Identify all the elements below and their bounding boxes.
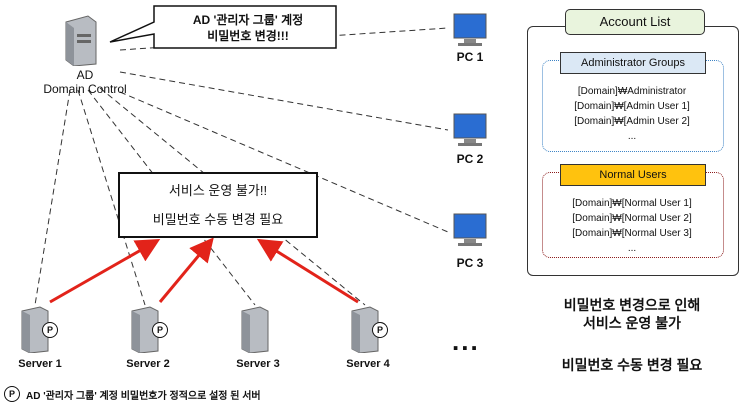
server2-label: Server 2 — [126, 358, 170, 370]
legend-text: AD '관리자 그룹' 계정 비밀번호가 정적으로 설정 된 서버 — [26, 390, 261, 402]
account-list-title: Account List — [565, 9, 705, 35]
domain-controller-label: AD Domain Control — [43, 68, 127, 96]
legend-badge: P — [4, 386, 20, 402]
server2-badge: P — [152, 322, 168, 338]
server2-icon — [128, 305, 170, 358]
arrow-server1 — [49, 239, 161, 304]
service-callout: 서비스 운영 불가!! 비밀번호 수동 변경 필요 — [118, 172, 318, 238]
pc2-monitor-icon — [448, 112, 492, 153]
server4-badge: P — [372, 322, 388, 338]
top-callout-text: AD '관리자 그룹' 계정 비밀번호 변경!!! — [192, 13, 304, 43]
arrow-server2 — [158, 237, 214, 303]
server4-label: Server 4 — [346, 358, 390, 370]
server4-icon — [348, 305, 390, 358]
normal-group-items: [Domain]₩[Normal User 1] [Domain]₩[Norma… — [572, 198, 692, 254]
server1-badge: P — [42, 322, 58, 338]
admin-group-title: Administrator Groups — [560, 52, 706, 74]
pc1-monitor-icon — [448, 12, 492, 53]
right-note-1: 비밀번호 변경으로 인해 서비스 운영 불가 — [563, 297, 701, 331]
domain-controller-icon — [62, 14, 98, 67]
pc3-label: PC 3 — [456, 256, 484, 270]
admin-group-items: [Domain]₩Administrator [Domain]₩[Admin U… — [574, 86, 690, 142]
right-note-2: 비밀번호 수동 변경 필요 — [561, 357, 703, 373]
arrow-server4 — [256, 238, 359, 304]
server3-icon — [238, 305, 280, 358]
server1-label: Server 1 — [18, 358, 62, 370]
top-callout-shape — [109, 5, 337, 49]
server3-label: Server 3 — [236, 358, 280, 370]
pc1-label: PC 1 — [456, 50, 484, 64]
server1-icon — [18, 305, 60, 358]
legend: P AD '관리자 그룹' 계정 비밀번호가 정적으로 설정 된 서버 — [4, 386, 261, 402]
pc3-monitor-icon — [448, 212, 492, 253]
more-indicator: ... — [452, 326, 480, 356]
pc2-label: PC 2 — [456, 152, 484, 166]
normal-group-title: Normal Users — [560, 164, 706, 186]
